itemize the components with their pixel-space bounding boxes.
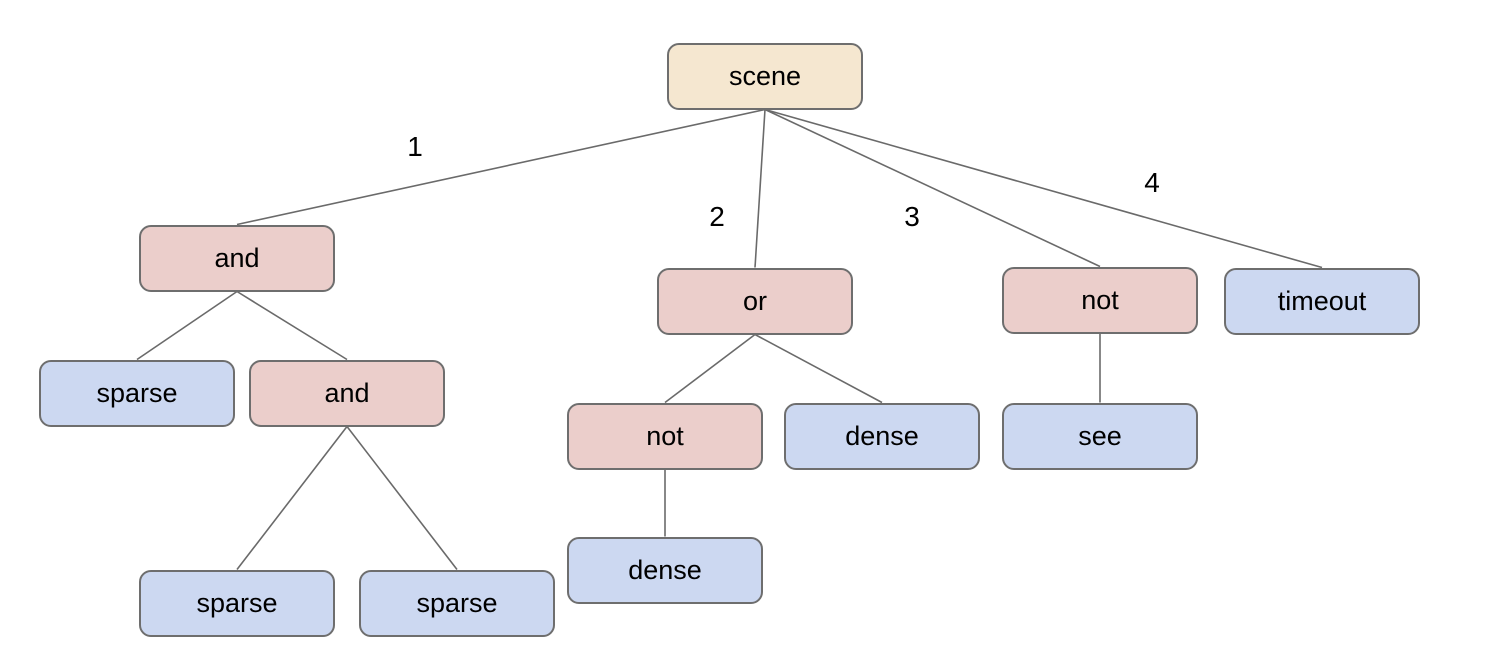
tree-node-or1: or [657, 267, 853, 335]
tree-node-label: see [1078, 420, 1122, 451]
tree-node-label: or [742, 285, 767, 316]
tree-node-not2: not [1002, 266, 1198, 334]
tree-node-and1: and [139, 224, 335, 292]
tree-node-label: and [214, 242, 260, 273]
tree-edge-scene-timeout1 [764, 108, 1323, 269]
tree-node-label: timeout [1277, 285, 1367, 316]
tree-node-label: dense [628, 554, 702, 585]
tree-edge-and1-and2 [236, 290, 348, 361]
tree-node-sparse3: sparse [359, 569, 555, 637]
tree-node-see1: see [1002, 402, 1198, 470]
tree-node-and2: and [249, 359, 445, 427]
tree-node-timeout1: timeout [1224, 267, 1420, 335]
edge-label-2: 2 [709, 201, 725, 232]
tree-edge-and1-sparse1 [136, 290, 238, 361]
tree-node-label: not [1081, 284, 1119, 315]
tree-node-sparse1: sparse [39, 359, 235, 427]
edge-label-4: 4 [1144, 167, 1160, 198]
tree-node-sparse2: sparse [139, 569, 335, 637]
tree-edge-scene-and1 [236, 108, 766, 226]
tree-node-not1: not [567, 402, 763, 470]
tree-edge-and2-sparse2 [236, 426, 348, 570]
tree-edge-or1-dense1 [754, 333, 883, 404]
tree-node-label: sparse [416, 587, 498, 618]
edge-label-3: 3 [904, 201, 920, 232]
tree-node-label: not [646, 420, 684, 451]
edge-label-1: 1 [407, 131, 423, 162]
tree-node-label: and [324, 377, 370, 408]
tree-edge-scene-not2 [764, 108, 1101, 268]
tree-edge-scene-or1 [754, 109, 766, 268]
tree-node-label: sparse [196, 587, 278, 618]
tree-node-scene: scene [667, 42, 863, 110]
tree-node-dense2: dense [567, 536, 763, 604]
tree-edge-and2-sparse3 [346, 426, 458, 570]
tree-node-dense1: dense [784, 402, 980, 470]
tree-edge-or1-not1 [664, 333, 756, 404]
tree-node-label: scene [728, 60, 802, 91]
tree-node-label: sparse [96, 377, 178, 408]
tree-node-label: dense [845, 420, 919, 451]
